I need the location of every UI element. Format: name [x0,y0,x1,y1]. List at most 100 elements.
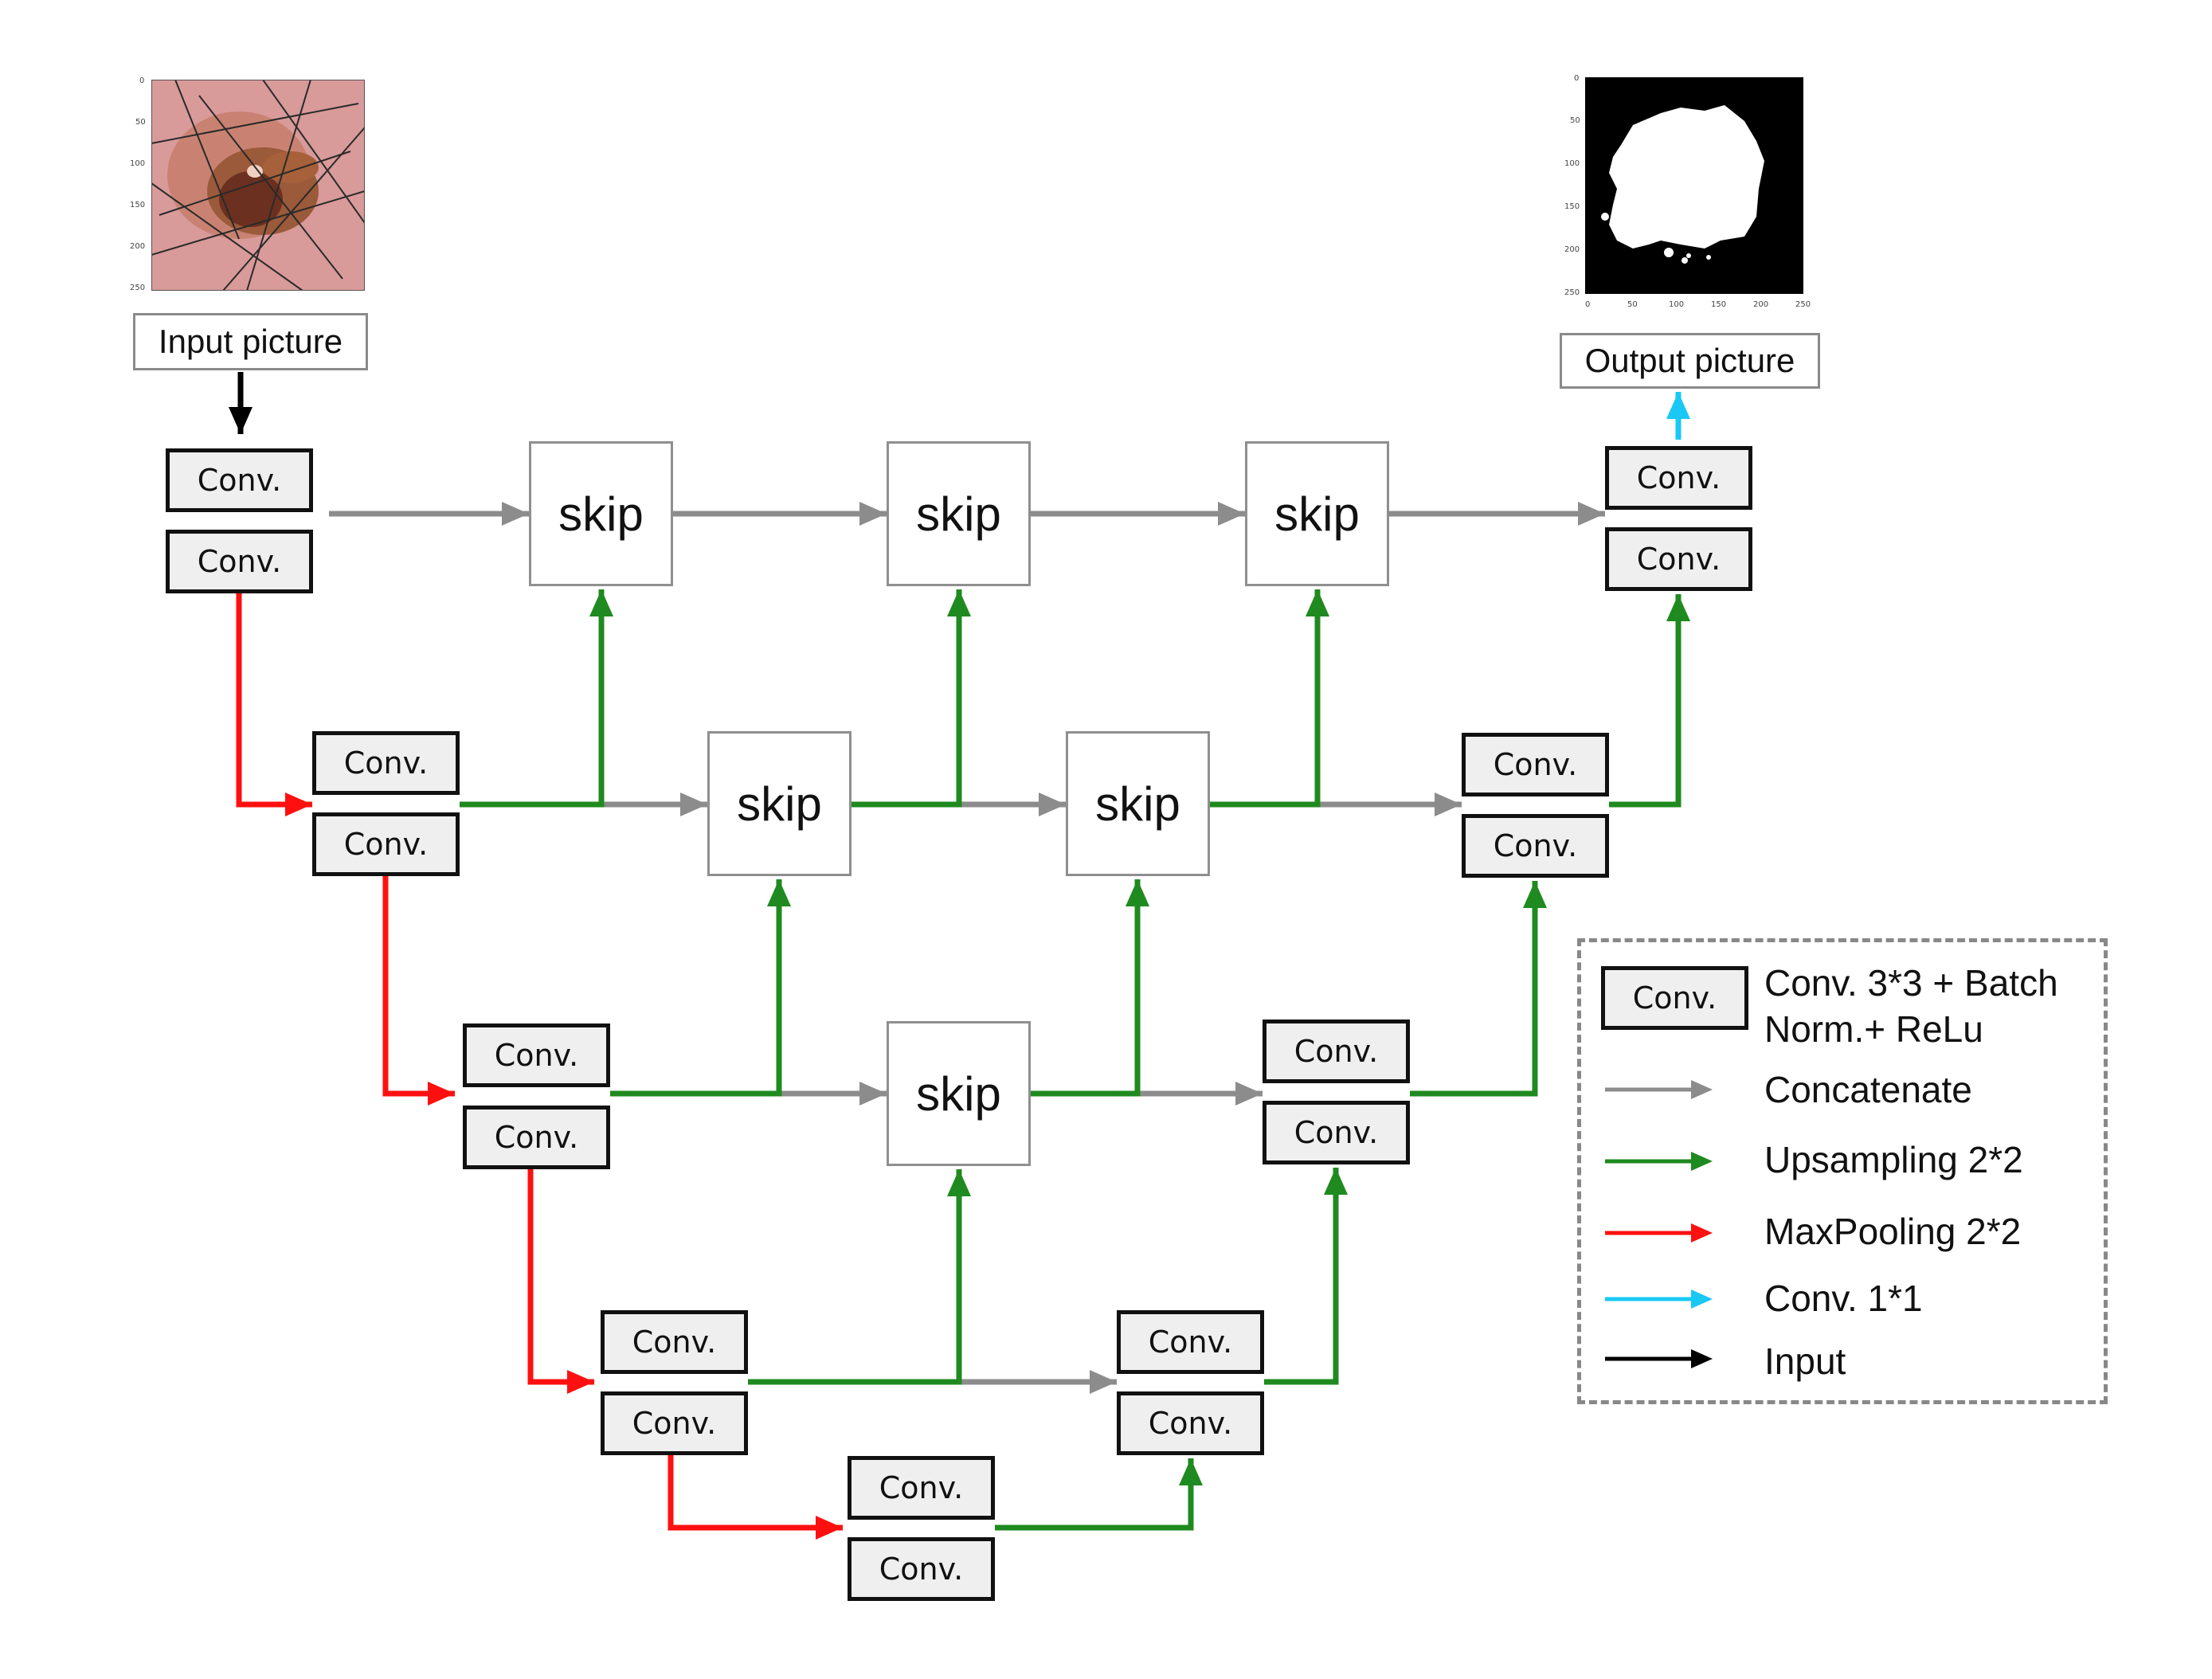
concat-x12-x13-head [1435,793,1462,816]
conv-block-x40b: Conv. [848,1537,995,1601]
upsample-x11-x02 [852,589,962,808]
upsample-x13-x04 [1609,594,1682,808]
upsample-x20-x11 [610,879,782,1097]
segmentation-mask-image [1585,77,1803,294]
concat-x00-x01-head [502,502,529,526]
conv-block-x10b: Conv. [312,812,460,876]
legend-upsampling-arrow [1605,1152,1713,1171]
upsample-x20-x11-head [767,879,791,906]
output-y-tick: 50 [1570,116,1580,125]
maxpool-l3-l4-head [816,1516,843,1540]
concat-x11-x12-head [1039,793,1066,816]
legend-conv-desc-line1: Conv. 3*3 + Batch [1764,962,2058,1004]
conv-block-x30a: Conv. [601,1310,748,1374]
input-arrow-head [229,407,253,434]
input-picture-label: Input picture [133,313,368,370]
output-y-tick: 150 [1564,202,1580,211]
conv-block-x31a: Conv. [1117,1310,1264,1374]
input-y-tick: 200 [130,242,146,251]
upsample-x30-x21-head [947,1169,971,1196]
skip-node-x03: skip [1245,441,1389,586]
output-x-tick: 100 [1669,300,1685,309]
conv-block-x31b: Conv. [1117,1391,1264,1455]
output-x-tick: 150 [1711,300,1727,309]
upsample-x40-x31 [995,1458,1194,1531]
legend-conv-box: Conv. [1601,966,1748,1030]
concat-x02-x03-head [1218,502,1245,526]
conv-block-x22b: Conv. [1263,1101,1410,1164]
legend-conv-desc-line2: Norm.+ ReLu [1764,1008,1983,1050]
legend-input-arrow [1605,1349,1713,1368]
maxpool-l1-l2-head [428,1082,455,1106]
input-y-tick: 150 [130,201,146,209]
legend-conv1x1-arrow [1605,1290,1713,1309]
concat-x20-x21-head [859,1082,887,1106]
legend-panel: Conv. Conv. 3*3 + Batch Norm.+ ReLu Conc… [1577,938,2108,1404]
upsample-x12-x03 [1210,589,1321,808]
output-y-tick: 250 [1564,288,1580,297]
maxpool-l1-l2 [382,876,455,1097]
output-y-tick: 200 [1564,245,1580,254]
upsample-x11-x02-head [947,589,971,616]
conv-block-x22a: Conv. [1263,1020,1410,1083]
upsample-x31-x22 [1264,1168,1339,1385]
conv1x1-arrow-head [1666,392,1690,419]
input-y-tick: 250 [130,284,146,292]
output-x-tick: 250 [1795,300,1811,309]
conv-block-x13a: Conv. [1462,733,1609,796]
output-image [1585,77,1803,294]
legend-upsampling-label: Upsampling 2*2 [1764,1139,2023,1180]
maxpool-l2-l3 [527,1169,594,1385]
concat-x30-x31-head [1090,1370,1117,1394]
legend-concatenate-label: Concatenate [1764,1069,1972,1110]
concat-x03-x04-head [1578,502,1605,526]
concat-x21-x22-head [1235,1082,1263,1106]
output-picture-label: Output picture [1560,333,1820,389]
input-y-tick: 50 [135,118,146,127]
skip-node-x01: skip [529,441,673,586]
legend-input-label: Input [1764,1340,1846,1382]
conv-block-x00a: Conv. [166,448,313,512]
output-y-tick: 100 [1564,159,1580,168]
output-x-tick: 50 [1627,300,1638,309]
skin-lesion-image [151,79,366,292]
output-x-tick: 200 [1753,300,1769,309]
maxpool-l0-l1-head [285,793,312,816]
upsample-x10-x01 [460,589,605,808]
skip-node-x02: skip [887,441,1031,586]
upsample-x12-x03-head [1306,589,1329,616]
upsample-x21-x12 [1031,879,1141,1097]
upsample-x40-x31-head [1179,1458,1203,1485]
concat-x10-x11-head [680,793,707,816]
legend-maxpooling-label: MaxPooling 2*2 [1764,1211,2022,1252]
input-y-tick: 0 [139,76,145,85]
legend-conv1x1-label: Conv. 1*1 [1764,1278,1923,1319]
conv-block-x04a: Conv. [1605,446,1752,510]
skip-node-x11: skip [707,731,852,876]
input-image [151,79,366,292]
conv-block-x30b: Conv. [601,1391,748,1455]
upsample-x22-x13 [1410,881,1538,1097]
conv-block-x20a: Conv. [463,1023,610,1087]
upsample-x30-x21 [748,1169,962,1385]
conv-block-x20b: Conv. [463,1106,610,1169]
maxpool-l2-l3-head [567,1370,594,1394]
upsample-x22-x13-head [1523,881,1547,908]
output-x-tick: 0 [1585,300,1591,309]
conv-block-x10a: Conv. [312,731,460,795]
upsample-x13-x04-head [1666,594,1690,621]
conv-block-x04b: Conv. [1605,527,1752,591]
upsample-x21-x12-head [1126,879,1149,906]
conv-block-x00b: Conv. [166,530,313,593]
input-y-tick: 100 [130,159,146,168]
conv-block-x40a: Conv. [848,1456,995,1520]
skip-node-x12: skip [1066,731,1210,876]
skip-node-x21: skip [887,1021,1031,1166]
legend-concatenate-arrow [1605,1080,1713,1099]
concat-x01-x02-head [859,502,887,526]
upsample-x31-x22-head [1324,1168,1348,1195]
conv-block-x13b: Conv. [1462,814,1609,878]
maxpool-l3-l4 [668,1455,843,1531]
